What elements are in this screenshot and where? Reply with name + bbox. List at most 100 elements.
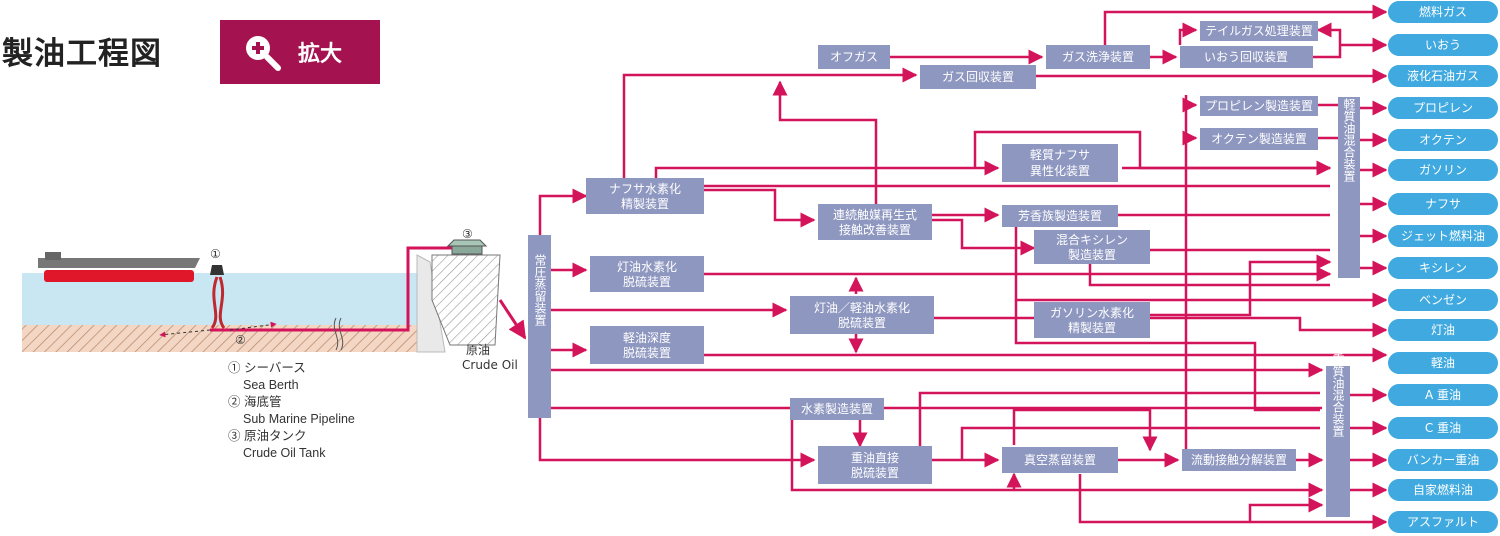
product-box: A 重油 bbox=[1388, 384, 1498, 406]
hydrogen-unit: 水素製造装置 bbox=[790, 398, 884, 420]
svg-text:ガス回収装置: ガス回収装置 bbox=[942, 70, 1014, 84]
propylene-unit: プロピレン製造装置 bbox=[1200, 96, 1318, 116]
legend-item: ③ 原油タンク bbox=[228, 429, 307, 443]
product-box: ベンゼン bbox=[1388, 289, 1498, 311]
product-box: バンカー重油 bbox=[1388, 449, 1498, 471]
product-label: ジェット燃料油 bbox=[1401, 228, 1485, 243]
product-label: 液化石油ガス bbox=[1407, 68, 1479, 83]
tank-number-label: ③ bbox=[462, 227, 473, 241]
svg-text:重油直接: 重油直接 bbox=[851, 450, 899, 465]
tanker-ship bbox=[38, 252, 200, 282]
product-box: 自家燃料油 bbox=[1388, 479, 1498, 501]
svg-text:真空蒸留装置: 真空蒸留装置 bbox=[1024, 453, 1096, 467]
svg-text:流動接触分解装置: 流動接触分解装置 bbox=[1191, 452, 1287, 467]
crude-label-ja: 原油 bbox=[466, 343, 490, 357]
svg-text:テイルガス処理装置: テイルガス処理装置 bbox=[1205, 24, 1313, 38]
product-box: ジェット燃料油 bbox=[1388, 225, 1498, 247]
atmospheric-label: 常圧蒸留装置 bbox=[533, 254, 547, 326]
svg-text:重質油混合装置: 重質油混合装置 bbox=[1331, 353, 1345, 437]
product-box: プロピレン bbox=[1388, 97, 1498, 119]
product-label: オクテン bbox=[1419, 133, 1467, 147]
octene-unit: オクテン製造装置 bbox=[1200, 128, 1318, 150]
product-label: キシレン bbox=[1419, 261, 1467, 275]
svg-text:灯油水素化: 灯油水素化 bbox=[617, 260, 677, 274]
legend-item: ① シーバース bbox=[228, 361, 306, 375]
product-label: いおう bbox=[1425, 38, 1461, 52]
product-box: 軽油 bbox=[1388, 352, 1498, 374]
berth-number-label: ① bbox=[210, 247, 221, 261]
sub-marine-pipeline bbox=[210, 246, 472, 332]
svg-text:ナフサ水素化: ナフサ水素化 bbox=[609, 182, 681, 196]
product-label: 軽油 bbox=[1431, 356, 1455, 370]
sea-scene: ① ② ③ 原油 Crude Oil bbox=[22, 227, 527, 372]
gas-wash-unit: ガス洗浄装置 bbox=[1046, 45, 1150, 69]
svg-text:軽質ナフサ: 軽質ナフサ bbox=[1030, 147, 1090, 162]
product-box: C 重油 bbox=[1388, 417, 1498, 439]
product-box: 燃料ガス bbox=[1388, 1, 1498, 23]
product-box: キシレン bbox=[1388, 257, 1498, 279]
product-label: ナフサ bbox=[1425, 197, 1461, 211]
crude-label-en: Crude Oil bbox=[462, 358, 518, 372]
legend-item-en: Crude Oil Tank bbox=[243, 446, 326, 460]
product-label: 灯油 bbox=[1431, 323, 1455, 337]
zoom-in-icon bbox=[246, 36, 281, 71]
page-title: 製油工程図 bbox=[2, 36, 162, 72]
tailgas-unit: テイルガス処理装置 bbox=[1200, 21, 1318, 41]
svg-text:混合キシレン: 混合キシレン bbox=[1056, 232, 1128, 247]
svg-text:ガソリン水素化: ガソリン水素化 bbox=[1050, 306, 1134, 320]
product-boxes: 燃料ガスいおう液化石油ガスプロピレンオクテンガソリンナフサジェット燃料油キシレン… bbox=[1388, 1, 1498, 533]
svg-text:精製装置: 精製装置 bbox=[1068, 321, 1116, 335]
crude-oil-tank bbox=[431, 239, 501, 346]
product-label: 自家燃料油 bbox=[1413, 482, 1473, 497]
sulfur-recovery-unit: いおう回収装置 bbox=[1180, 46, 1313, 68]
pipeline-number-label: ② bbox=[235, 333, 246, 347]
product-label: バンカー重油 bbox=[1407, 453, 1480, 467]
svg-text:いおう回収装置: いおう回収装置 bbox=[1204, 50, 1288, 64]
svg-text:脱硫装置: 脱硫装置 bbox=[623, 345, 671, 360]
heavy-oil-blend-unit: 重質油混合装置 bbox=[1326, 353, 1350, 517]
sea-berth bbox=[210, 265, 226, 329]
svg-text:脱硫装置: 脱硫装置 bbox=[838, 315, 886, 330]
svg-text:プロピレン製造装置: プロピレン製造装置 bbox=[1205, 99, 1313, 113]
aromatics-unit: 芳香族製造装置 bbox=[1002, 205, 1118, 227]
product-box: ナフサ bbox=[1388, 193, 1498, 215]
product-box: アスファルト bbox=[1388, 511, 1498, 533]
seabed bbox=[22, 325, 417, 352]
atmospheric-distillation-unit: 常圧蒸留装置 bbox=[528, 235, 551, 418]
product-label: C 重油 bbox=[1425, 421, 1461, 435]
product-box: いおう bbox=[1388, 34, 1498, 56]
gas-recovery-unit: ガス回収装置 bbox=[920, 65, 1036, 89]
legend-item-en: Sub Marine Pipeline bbox=[243, 412, 355, 426]
svg-text:脱硫装置: 脱硫装置 bbox=[623, 274, 671, 289]
svg-text:軽質油混合装置: 軽質油混合装置 bbox=[1342, 98, 1356, 182]
shore-slope bbox=[416, 254, 446, 353]
product-label: プロピレン bbox=[1413, 101, 1473, 115]
product-label: A 重油 bbox=[1425, 388, 1461, 402]
product-label: ガソリン bbox=[1419, 163, 1467, 177]
svg-text:軽油深度: 軽油深度 bbox=[623, 330, 671, 345]
svg-text:オフガス: オフガス bbox=[830, 50, 878, 64]
flow-lines bbox=[538, 4, 1388, 530]
product-label: 燃料ガス bbox=[1419, 4, 1467, 19]
vacuum-distillation-unit: 真空蒸留装置 bbox=[1002, 447, 1118, 473]
svg-text:芳香族製造装置: 芳香族製造装置 bbox=[1018, 209, 1102, 223]
svg-text:水素製造装置: 水素製造装置 bbox=[801, 402, 873, 416]
svg-text:異性化装置: 異性化装置 bbox=[1030, 164, 1090, 178]
product-label: ベンゼン bbox=[1419, 293, 1467, 307]
zoom-button[interactable]: 拡大 bbox=[220, 20, 380, 84]
light-oil-blend-unit: 軽質油混合装置 bbox=[1338, 97, 1360, 278]
legend-item: ② 海底管 bbox=[228, 395, 282, 409]
product-label: アスファルト bbox=[1407, 515, 1479, 529]
offgas-box: オフガス bbox=[818, 45, 890, 69]
legend-item-en: Sea Berth bbox=[243, 378, 299, 392]
svg-text:ガス洗浄装置: ガス洗浄装置 bbox=[1062, 50, 1134, 64]
svg-text:連続触媒再生式: 連続触媒再生式 bbox=[833, 208, 917, 222]
svg-text:製造装置: 製造装置 bbox=[1068, 248, 1116, 262]
